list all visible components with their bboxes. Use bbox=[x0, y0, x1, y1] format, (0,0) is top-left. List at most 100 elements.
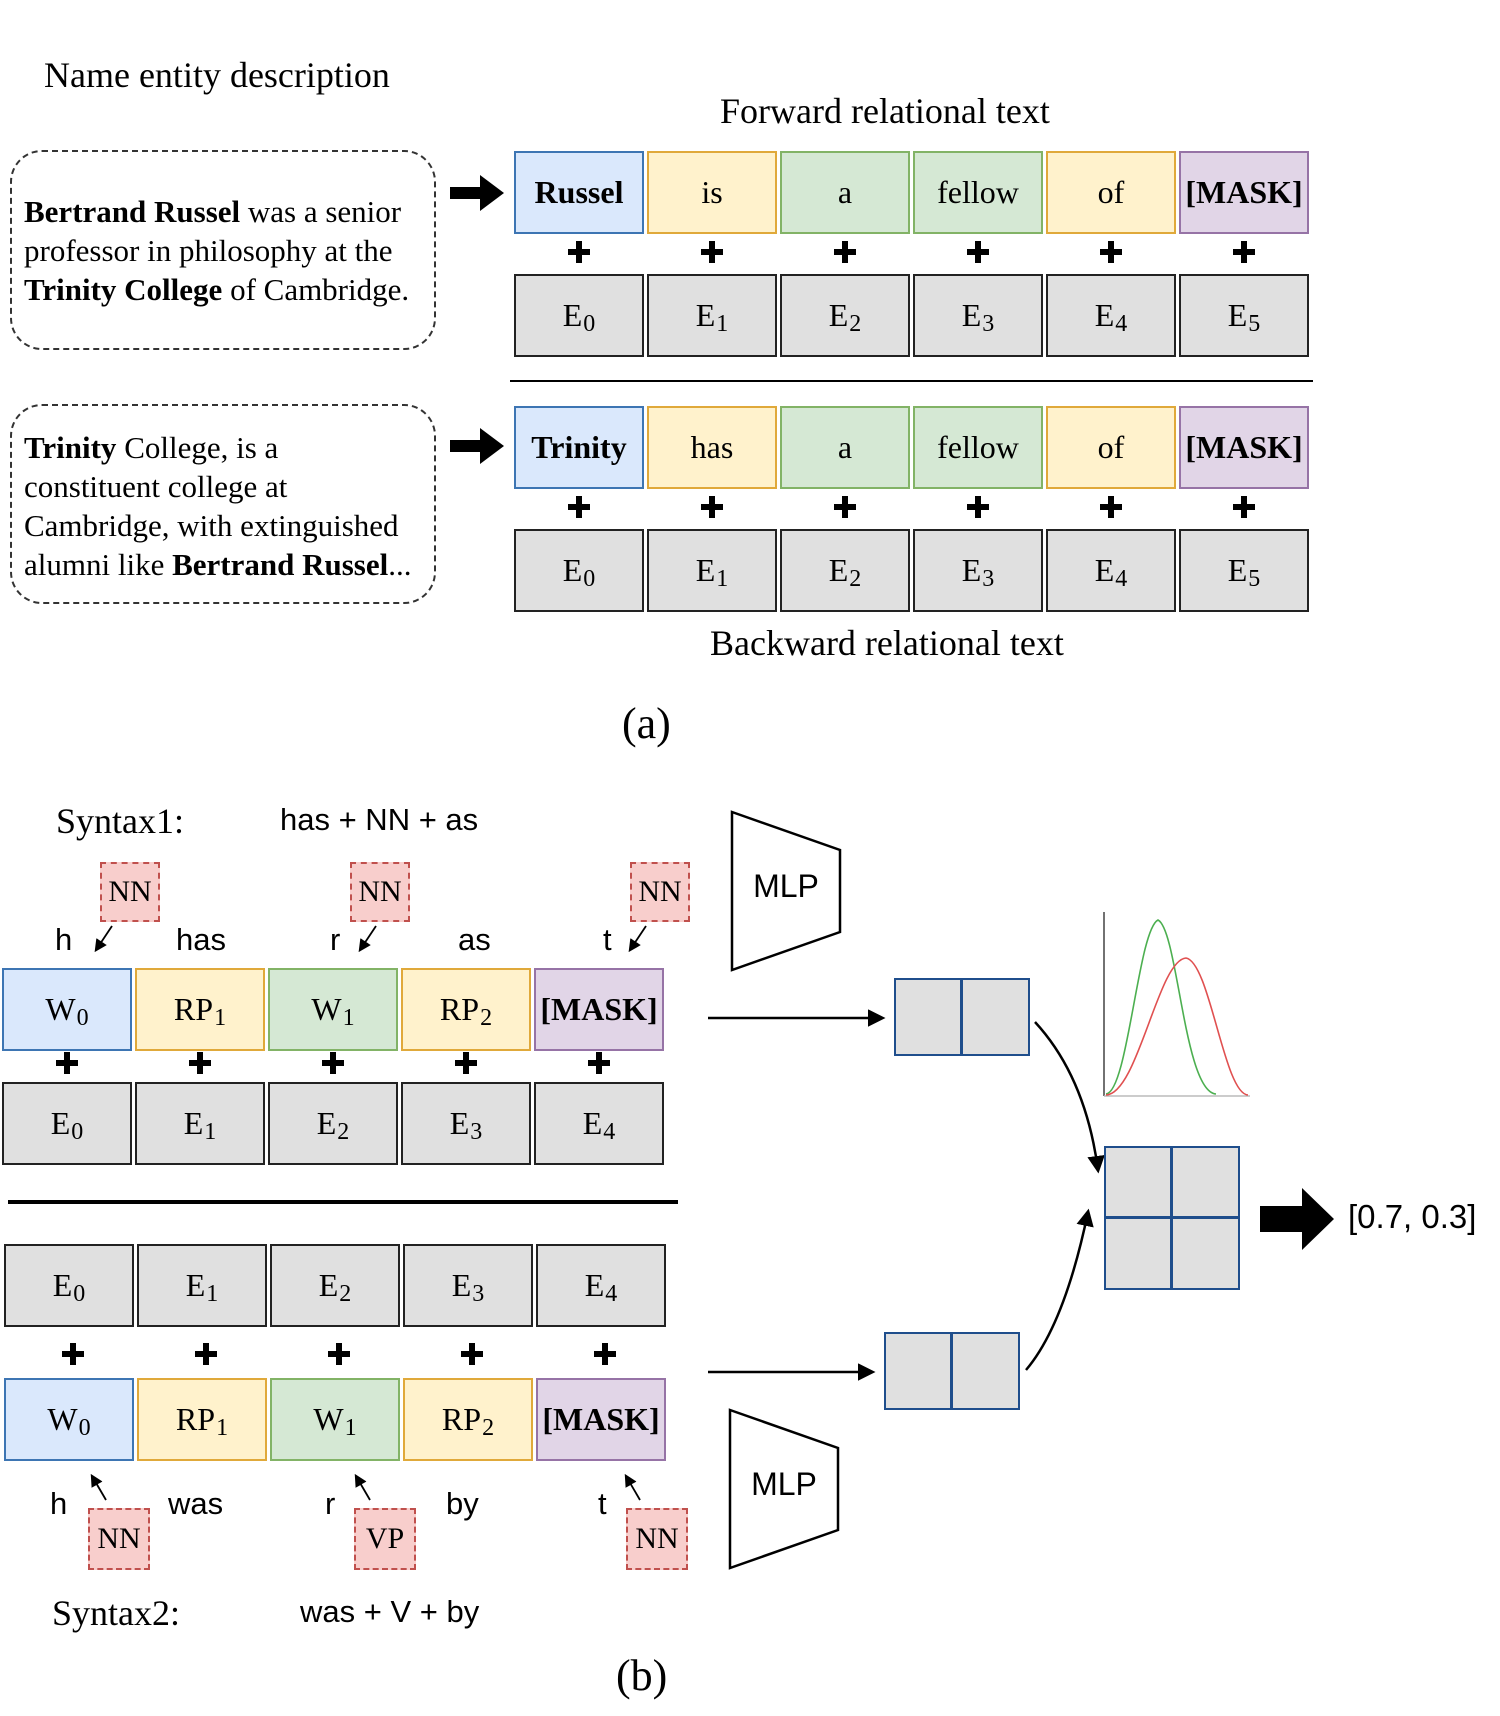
emb-sub: 4 bbox=[1115, 311, 1128, 337]
forward-token-3: fellow bbox=[913, 151, 1043, 234]
desc1-line-2: professor in philosophy at the bbox=[24, 233, 393, 268]
tok-letter: RP bbox=[173, 991, 214, 1027]
emb-sub: 2 bbox=[337, 1119, 350, 1145]
plus-icon bbox=[322, 1052, 344, 1074]
emb-sub: 0 bbox=[71, 1119, 84, 1145]
plus-icon bbox=[56, 1052, 78, 1074]
desc2-text-1: College, is a bbox=[116, 430, 279, 465]
tok-letter: W bbox=[311, 991, 342, 1027]
plus-icon bbox=[568, 241, 590, 263]
label-t: t bbox=[603, 922, 612, 957]
emb-sub: 2 bbox=[339, 1281, 352, 1307]
emb-letter: E bbox=[185, 1267, 206, 1303]
plus-icon bbox=[568, 496, 590, 518]
backward-token-2: a bbox=[780, 406, 910, 489]
pos-tag-nn: NN bbox=[100, 862, 160, 922]
forward-token-2: a bbox=[780, 151, 910, 234]
tok-letter: RP bbox=[439, 991, 480, 1027]
vector-divider bbox=[960, 980, 963, 1054]
emb-letter: E bbox=[584, 1267, 605, 1303]
desc1-text-3: of Cambridge. bbox=[222, 272, 410, 307]
emb-letter: E bbox=[318, 1267, 339, 1303]
vector-bottom bbox=[884, 1332, 1020, 1410]
plus-icon bbox=[588, 1052, 610, 1074]
emb-letter: E bbox=[316, 1105, 337, 1141]
label-h: h bbox=[55, 922, 73, 957]
label-was: was bbox=[168, 1486, 224, 1521]
emb-letter: E bbox=[451, 1267, 472, 1303]
emb-letter: E bbox=[695, 297, 716, 333]
label-r: r bbox=[330, 922, 341, 957]
backward-title: Backward relational text bbox=[710, 623, 1064, 663]
tok-letter: W bbox=[45, 991, 76, 1027]
emb-letter: E bbox=[582, 1105, 603, 1141]
emb-sub: 5 bbox=[1248, 566, 1261, 592]
emb-letter: E bbox=[183, 1105, 204, 1141]
emb-letter: E bbox=[1094, 552, 1115, 588]
tok-sub: 0 bbox=[78, 1415, 91, 1441]
plus-icon bbox=[1233, 241, 1255, 263]
plus-icon bbox=[967, 241, 989, 263]
emb-letter: E bbox=[562, 297, 583, 333]
plus-icon bbox=[189, 1052, 211, 1074]
entity-description-box-1: Bertrand Russel was a senior professor i… bbox=[10, 150, 436, 350]
label-r: r bbox=[325, 1486, 336, 1521]
tok-sub: 2 bbox=[480, 1005, 493, 1031]
mlp-label-bottom: MLP bbox=[751, 1466, 817, 1502]
tok-letter: RP bbox=[441, 1401, 482, 1437]
emb-sub: 1 bbox=[204, 1119, 217, 1145]
mlp-label-top: MLP bbox=[753, 868, 819, 904]
backward-token-4: of bbox=[1046, 406, 1176, 489]
vector-top bbox=[894, 978, 1030, 1056]
emb-letter: E bbox=[695, 552, 716, 588]
emb-sub: 1 bbox=[716, 566, 729, 592]
plus-icon bbox=[834, 241, 856, 263]
desc1-bold-1: Bertrand Russel bbox=[24, 194, 241, 229]
pos-tag-nn: NN bbox=[88, 1508, 150, 1570]
emb-letter: E bbox=[828, 552, 849, 588]
emb-letter: E bbox=[961, 297, 982, 333]
emb-sub: 1 bbox=[206, 1281, 219, 1307]
caption-a: (a) bbox=[622, 699, 671, 748]
plus-icon bbox=[594, 1343, 616, 1365]
pos-tag-nn: NN bbox=[626, 1508, 688, 1570]
tok-letter: RP bbox=[175, 1401, 216, 1437]
desc2-text-4: alumni like bbox=[24, 547, 173, 582]
label-t: t bbox=[598, 1486, 607, 1521]
plus-icon bbox=[834, 496, 856, 518]
emb-letter: E bbox=[828, 297, 849, 333]
tok-sub: 2 bbox=[482, 1415, 495, 1441]
plus-icon bbox=[967, 496, 989, 518]
plus-icon bbox=[455, 1052, 477, 1074]
tok-sub: 1 bbox=[214, 1005, 227, 1031]
plus-icon bbox=[701, 241, 723, 263]
pos-tag-vp: VP bbox=[354, 1508, 416, 1570]
plus-icon bbox=[1100, 241, 1122, 263]
syntax2-token-mask: [MASK] bbox=[536, 1378, 666, 1461]
backward-token-1: has bbox=[647, 406, 777, 489]
desc2-text-4b: ... bbox=[388, 547, 412, 582]
emb-sub: 3 bbox=[470, 1119, 483, 1145]
label-has: has bbox=[176, 922, 226, 957]
plus-icon bbox=[1100, 496, 1122, 518]
desc2-line-2: constituent college at bbox=[24, 469, 288, 504]
forward-token-1: is bbox=[647, 151, 777, 234]
